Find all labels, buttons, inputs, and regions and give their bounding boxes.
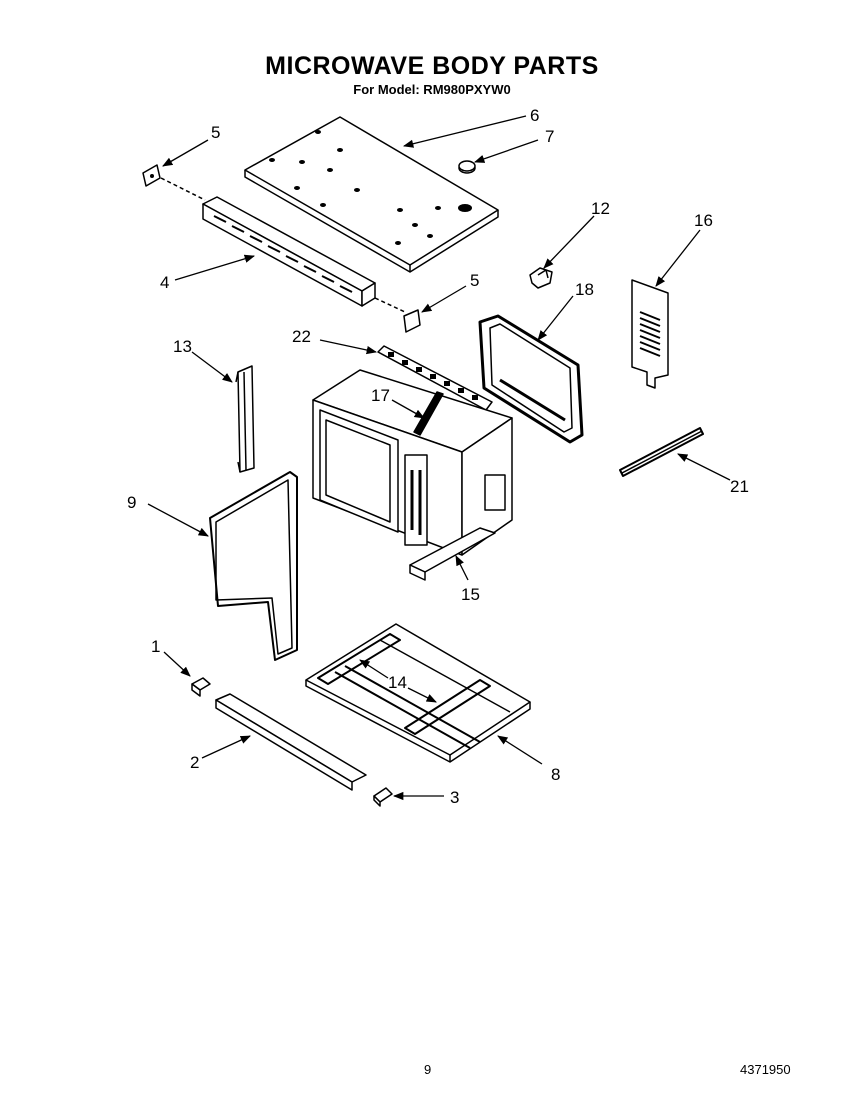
callout-5-lower: 5 xyxy=(470,271,479,290)
callout-3: 3 xyxy=(450,788,459,807)
part-6-top-cover xyxy=(244,116,499,273)
page-number: 9 xyxy=(424,1062,432,1077)
model-subtitle: For Model: RM980PXYW0 xyxy=(353,82,511,97)
callout-21: 21 xyxy=(730,477,749,496)
part-7-grommet xyxy=(458,160,476,174)
part-12-bracket xyxy=(529,267,553,289)
callout-labels: 5 6 7 4 5 12 16 18 22 13 17 21 9 15 1 14… xyxy=(127,106,749,807)
microwave-cabinet xyxy=(312,369,513,556)
callout-5-upper: 5 xyxy=(211,123,220,142)
part-3-clip xyxy=(373,787,393,807)
part-9-side-panel xyxy=(209,471,298,661)
callout-1: 1 xyxy=(151,637,160,656)
callout-4: 4 xyxy=(160,273,169,292)
part-13-side-rail xyxy=(235,365,255,473)
document-number: 4371950 xyxy=(740,1062,791,1077)
callout-7: 7 xyxy=(545,127,554,146)
callout-2: 2 xyxy=(190,753,199,772)
callout-9: 9 xyxy=(127,493,136,512)
callout-leaders xyxy=(147,115,731,801)
part-16-back-panel xyxy=(631,279,669,389)
callout-17: 17 xyxy=(371,386,390,405)
callout-16: 16 xyxy=(694,211,713,230)
callout-15: 15 xyxy=(461,585,480,604)
callout-6: 6 xyxy=(530,106,539,125)
part-22-strip xyxy=(377,345,493,411)
part-18-frame xyxy=(478,314,584,444)
callout-22: 22 xyxy=(292,327,311,346)
page-title: MICROWAVE BODY PARTS xyxy=(265,52,599,80)
part-14-cross-bars xyxy=(317,633,511,749)
part-1-clip xyxy=(191,677,211,697)
part-4-vent-rail xyxy=(202,196,406,313)
callout-8: 8 xyxy=(551,765,560,784)
callout-12: 12 xyxy=(591,199,610,218)
callout-18: 18 xyxy=(575,280,594,299)
callout-14: 14 xyxy=(388,673,407,692)
part-5-clip-upper xyxy=(142,164,206,201)
part-17-bar xyxy=(413,391,444,436)
part-21-strip xyxy=(619,427,704,477)
part-5-clip-lower xyxy=(403,309,421,333)
callout-13: 13 xyxy=(173,337,192,356)
part-15-base-strip xyxy=(409,527,496,581)
part-2-front-rail xyxy=(215,693,367,791)
